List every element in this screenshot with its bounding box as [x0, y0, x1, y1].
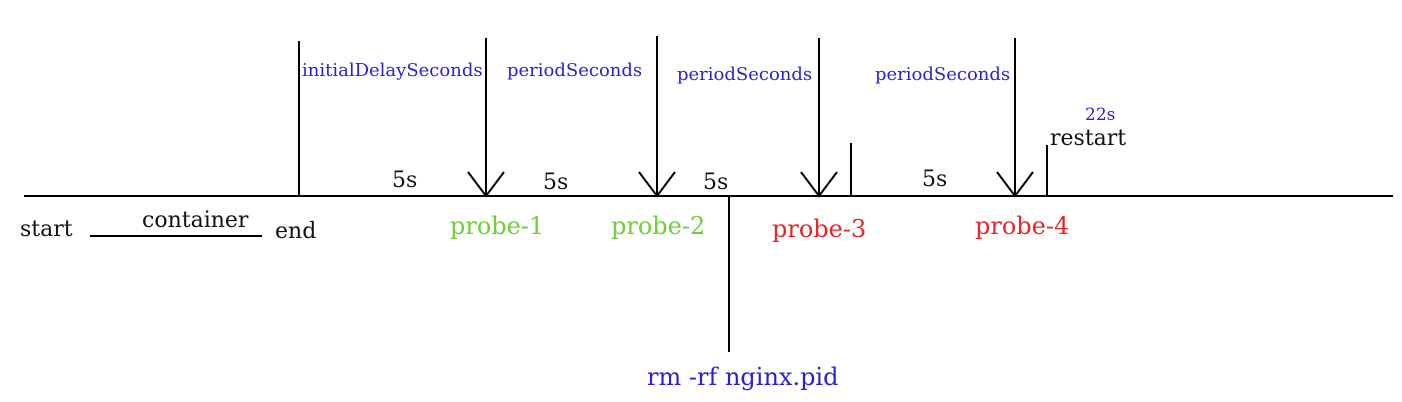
period-label-1: periodSeconds	[507, 60, 642, 81]
probe-arrow-3	[800, 38, 838, 198]
probe-arrow-1	[467, 38, 505, 198]
end-label: end	[275, 219, 316, 244]
interval-label-1: 5s	[392, 168, 417, 193]
restart-label: restart	[1050, 126, 1126, 151]
container-label: container	[142, 208, 249, 233]
probe-label-1: probe-1	[450, 212, 544, 240]
command-label: rm -rf nginx.pid	[647, 363, 838, 391]
interval-label-4: 5s	[922, 167, 947, 192]
probe-arrow-4	[996, 38, 1034, 198]
probe-label-4: probe-4	[975, 212, 1069, 240]
interval-label-3: 5s	[703, 170, 728, 195]
probe-label-3: probe-3	[772, 215, 866, 243]
start-label: start	[20, 217, 73, 242]
total-time-label: 22s	[1085, 105, 1115, 125]
period-label-2: periodSeconds	[677, 64, 812, 85]
interval-label-2: 5s	[543, 170, 568, 195]
probe-label-2: probe-2	[611, 212, 705, 240]
period-label-3: periodSeconds	[875, 64, 1010, 85]
probe-arrow-2	[638, 36, 676, 198]
initial-delay-label: initialDelaySeconds	[302, 60, 483, 81]
